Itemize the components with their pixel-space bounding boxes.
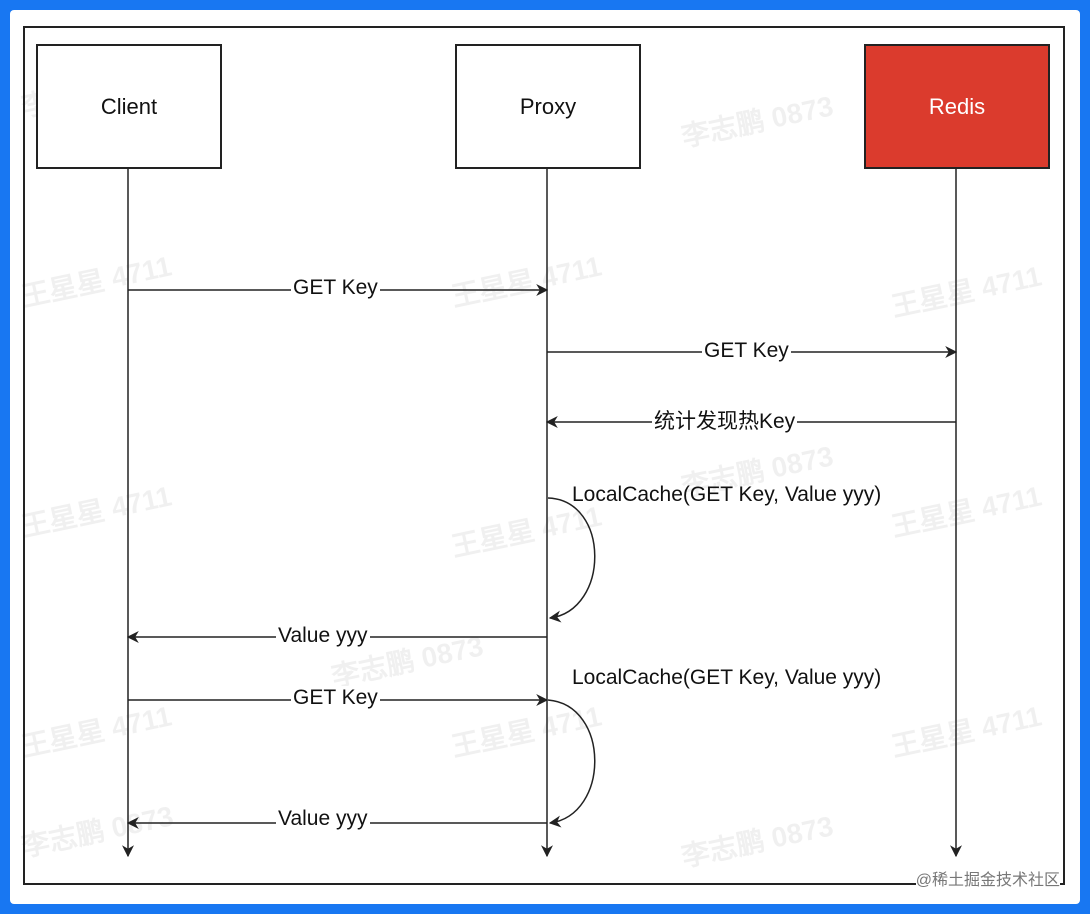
participant-client: Client — [36, 44, 222, 169]
message-label: 统计发现热Key — [652, 410, 798, 434]
message-label: GET Key — [291, 276, 380, 300]
participant-redis-label: Redis — [928, 93, 986, 119]
message-label: GET Key — [702, 339, 791, 363]
message-label: Value yyy — [276, 807, 370, 831]
participant-redis: Redis — [864, 44, 1050, 169]
participant-proxy: Proxy — [455, 44, 641, 169]
note-label: LocalCache(GET Key, Value yyy) — [572, 666, 882, 689]
diagram-canvas: 王星星 4711 王星星 4711 王星星 4711 李志鹏 0873 李志鹏 … — [10, 10, 1080, 904]
source-credit: @稀土掘金技术社区 — [915, 866, 1060, 890]
message-label: Value yyy — [276, 624, 370, 648]
message-label: GET Key — [291, 686, 380, 710]
participant-proxy-label: Proxy — [519, 93, 577, 119]
participant-client-label: Client — [100, 93, 158, 119]
arrow-local-cache-2 — [547, 699, 596, 828]
arrow-local-cache-1 — [547, 497, 596, 623]
diagram-frame — [23, 26, 1065, 885]
note-label: LocalCache(GET Key, Value yyy) — [572, 483, 882, 506]
